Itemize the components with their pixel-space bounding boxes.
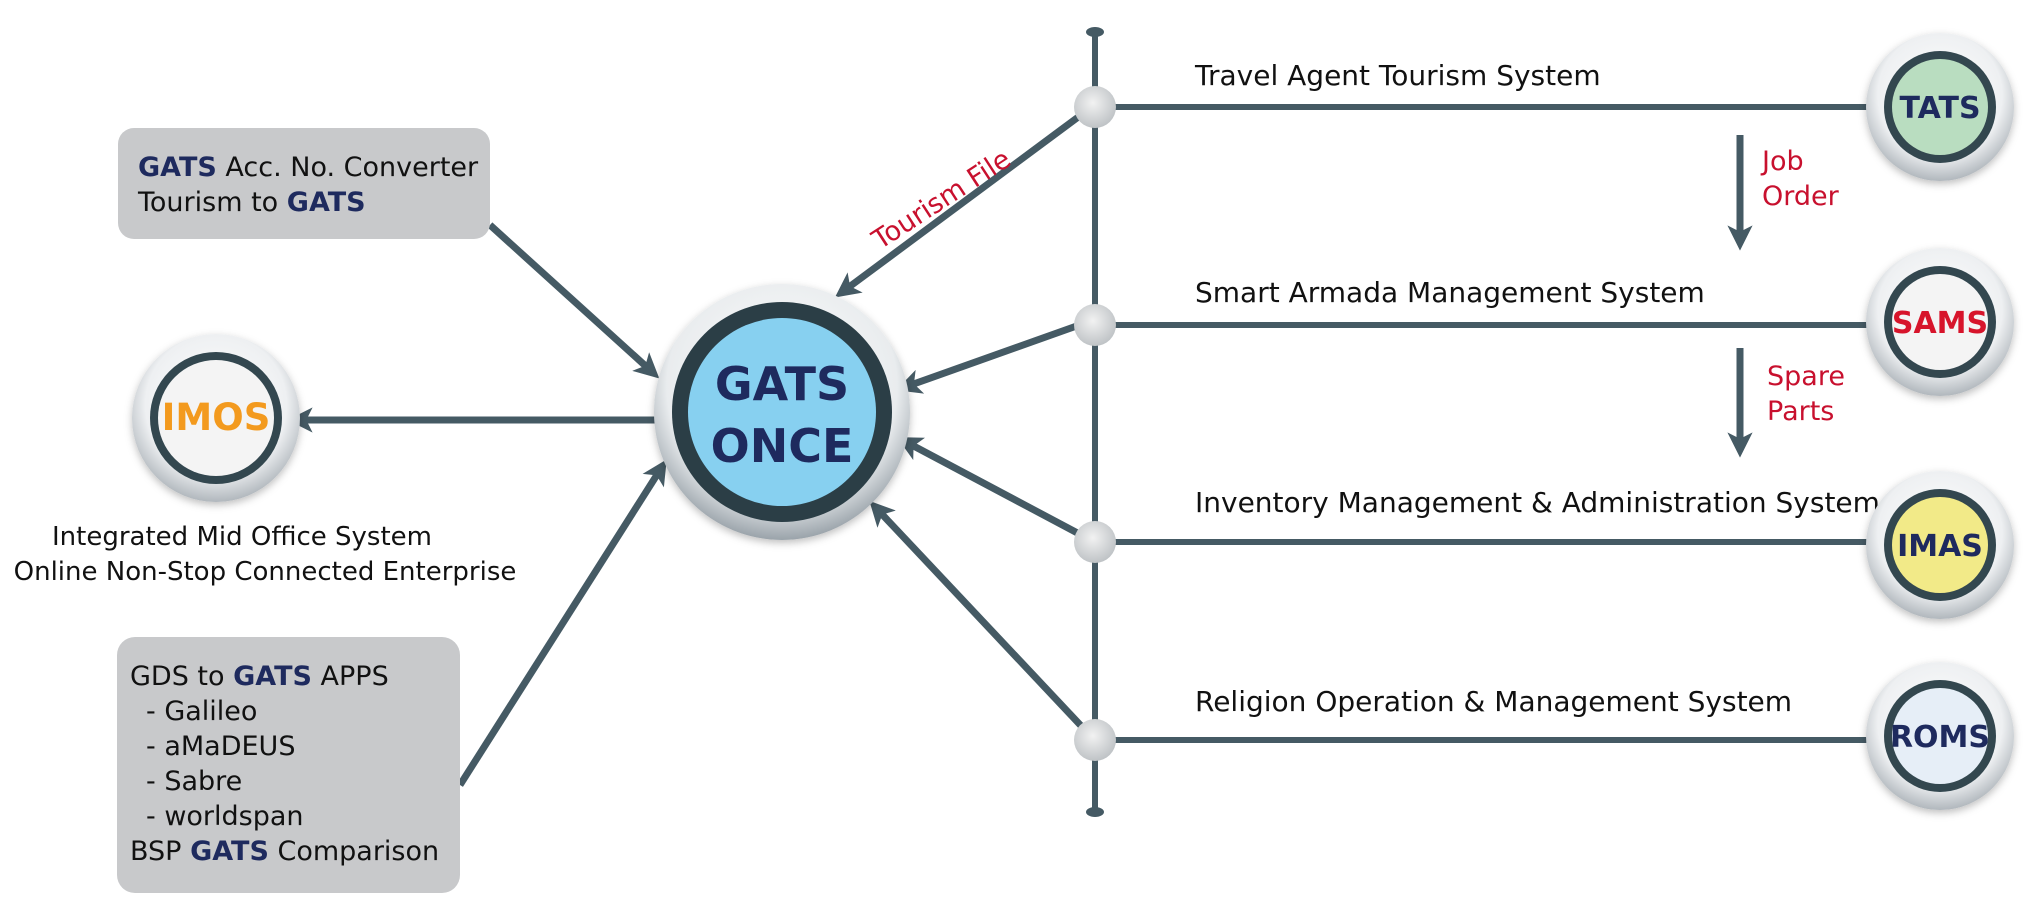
bus-node-imas	[1074, 521, 1116, 563]
system-node-tats: TATS	[1866, 33, 2014, 181]
center-line1: GATS	[715, 357, 849, 411]
gds-item-amadeus: - aMaDEUS	[146, 731, 295, 762]
gds-last-start: BSP	[130, 836, 190, 867]
imos-node: IMOS	[132, 334, 300, 502]
converter-line1-rest: Acc. No. Converter	[217, 152, 479, 183]
bus	[1086, 27, 1104, 817]
flow-spare-label: Spare	[1767, 361, 1845, 392]
bus-nodes	[1074, 86, 1116, 761]
converter-line2-brand: GATS	[287, 187, 366, 218]
imos-caption-2: Online Non-Stop Connected Enterprise	[14, 557, 517, 587]
system-abbr-sams: SAMS	[1892, 306, 1988, 341]
sams-to-center-arrow	[896, 319, 1087, 394]
gds-last-end: Comparison	[269, 836, 439, 867]
imos-caption-1: Integrated Mid Office System	[52, 522, 432, 552]
gds-line1-start: GDS to	[130, 661, 233, 692]
center-line2: ONCE	[711, 419, 854, 473]
bus-arrows	[834, 109, 1088, 733]
converter-line1-brand: GATS	[138, 152, 217, 183]
gds-line1-end: APPS	[312, 661, 389, 692]
flow-parts-label: Parts	[1767, 396, 1834, 427]
system-name-sams: Smart Armada Management System	[1195, 276, 1705, 309]
gds-item-sabre: - Sabre	[146, 766, 242, 797]
flow-order-label: Order	[1762, 181, 1840, 212]
system-abbr-tats: TATS	[1899, 91, 1980, 126]
system-abbr-imas: IMAS	[1897, 529, 1983, 564]
system-name-imas: Inventory Management & Administration Sy…	[1195, 486, 1880, 519]
converter-to-center-arrow	[487, 222, 660, 379]
bus-node-roms	[1074, 719, 1116, 761]
system-name-roms: Religion Operation & Management System	[1195, 685, 1792, 718]
gds-to-center-arrow	[457, 459, 667, 787]
center-node: GATS ONCE	[654, 284, 910, 540]
flow-job-label: Job	[1760, 146, 1804, 177]
gds-item-worldspan: - worldspan	[146, 801, 304, 832]
system-lines	[1095, 104, 1875, 743]
converter-box: GATS Acc. No. Converter Tourism to GATS	[118, 128, 490, 239]
svg-text:Tourism to GATS: Tourism to GATS	[137, 187, 366, 218]
system-node-sams: SAMS	[1866, 248, 2014, 396]
gds-box: GDS to GATS APPS - Galileo - aMaDEUS - S…	[117, 637, 460, 893]
gds-last-brand: GATS	[190, 836, 269, 867]
bus-node-tats	[1074, 86, 1116, 128]
imos-label: IMOS	[162, 396, 271, 439]
gds-item-galileo: - Galileo	[146, 696, 257, 727]
imas-to-center-arrow	[896, 437, 1087, 541]
svg-text:GATS Acc. No. Converter: GATS Acc. No. Converter	[138, 152, 479, 183]
bus-node-sams	[1074, 304, 1116, 346]
system-name-tats: Travel Agent Tourism System	[1194, 59, 1601, 92]
system-node-imas: IMAS	[1866, 471, 2014, 619]
roms-to-center-arrow	[869, 500, 1088, 733]
svg-text:BSP GATS Comparison: BSP GATS Comparison	[130, 836, 439, 867]
converter-line2-start: Tourism to	[137, 187, 287, 218]
left-arrows	[287, 222, 667, 787]
system-node-roms: ROMS	[1866, 662, 2014, 810]
gds-line1-brand: GATS	[233, 661, 312, 692]
system-abbr-roms: ROMS	[1890, 720, 1990, 755]
tourism-file-arrow	[834, 109, 1088, 298]
svg-text:GDS to GATS APPS: GDS to GATS APPS	[130, 661, 389, 692]
tourism-file-label: Tourism File	[866, 144, 1016, 257]
